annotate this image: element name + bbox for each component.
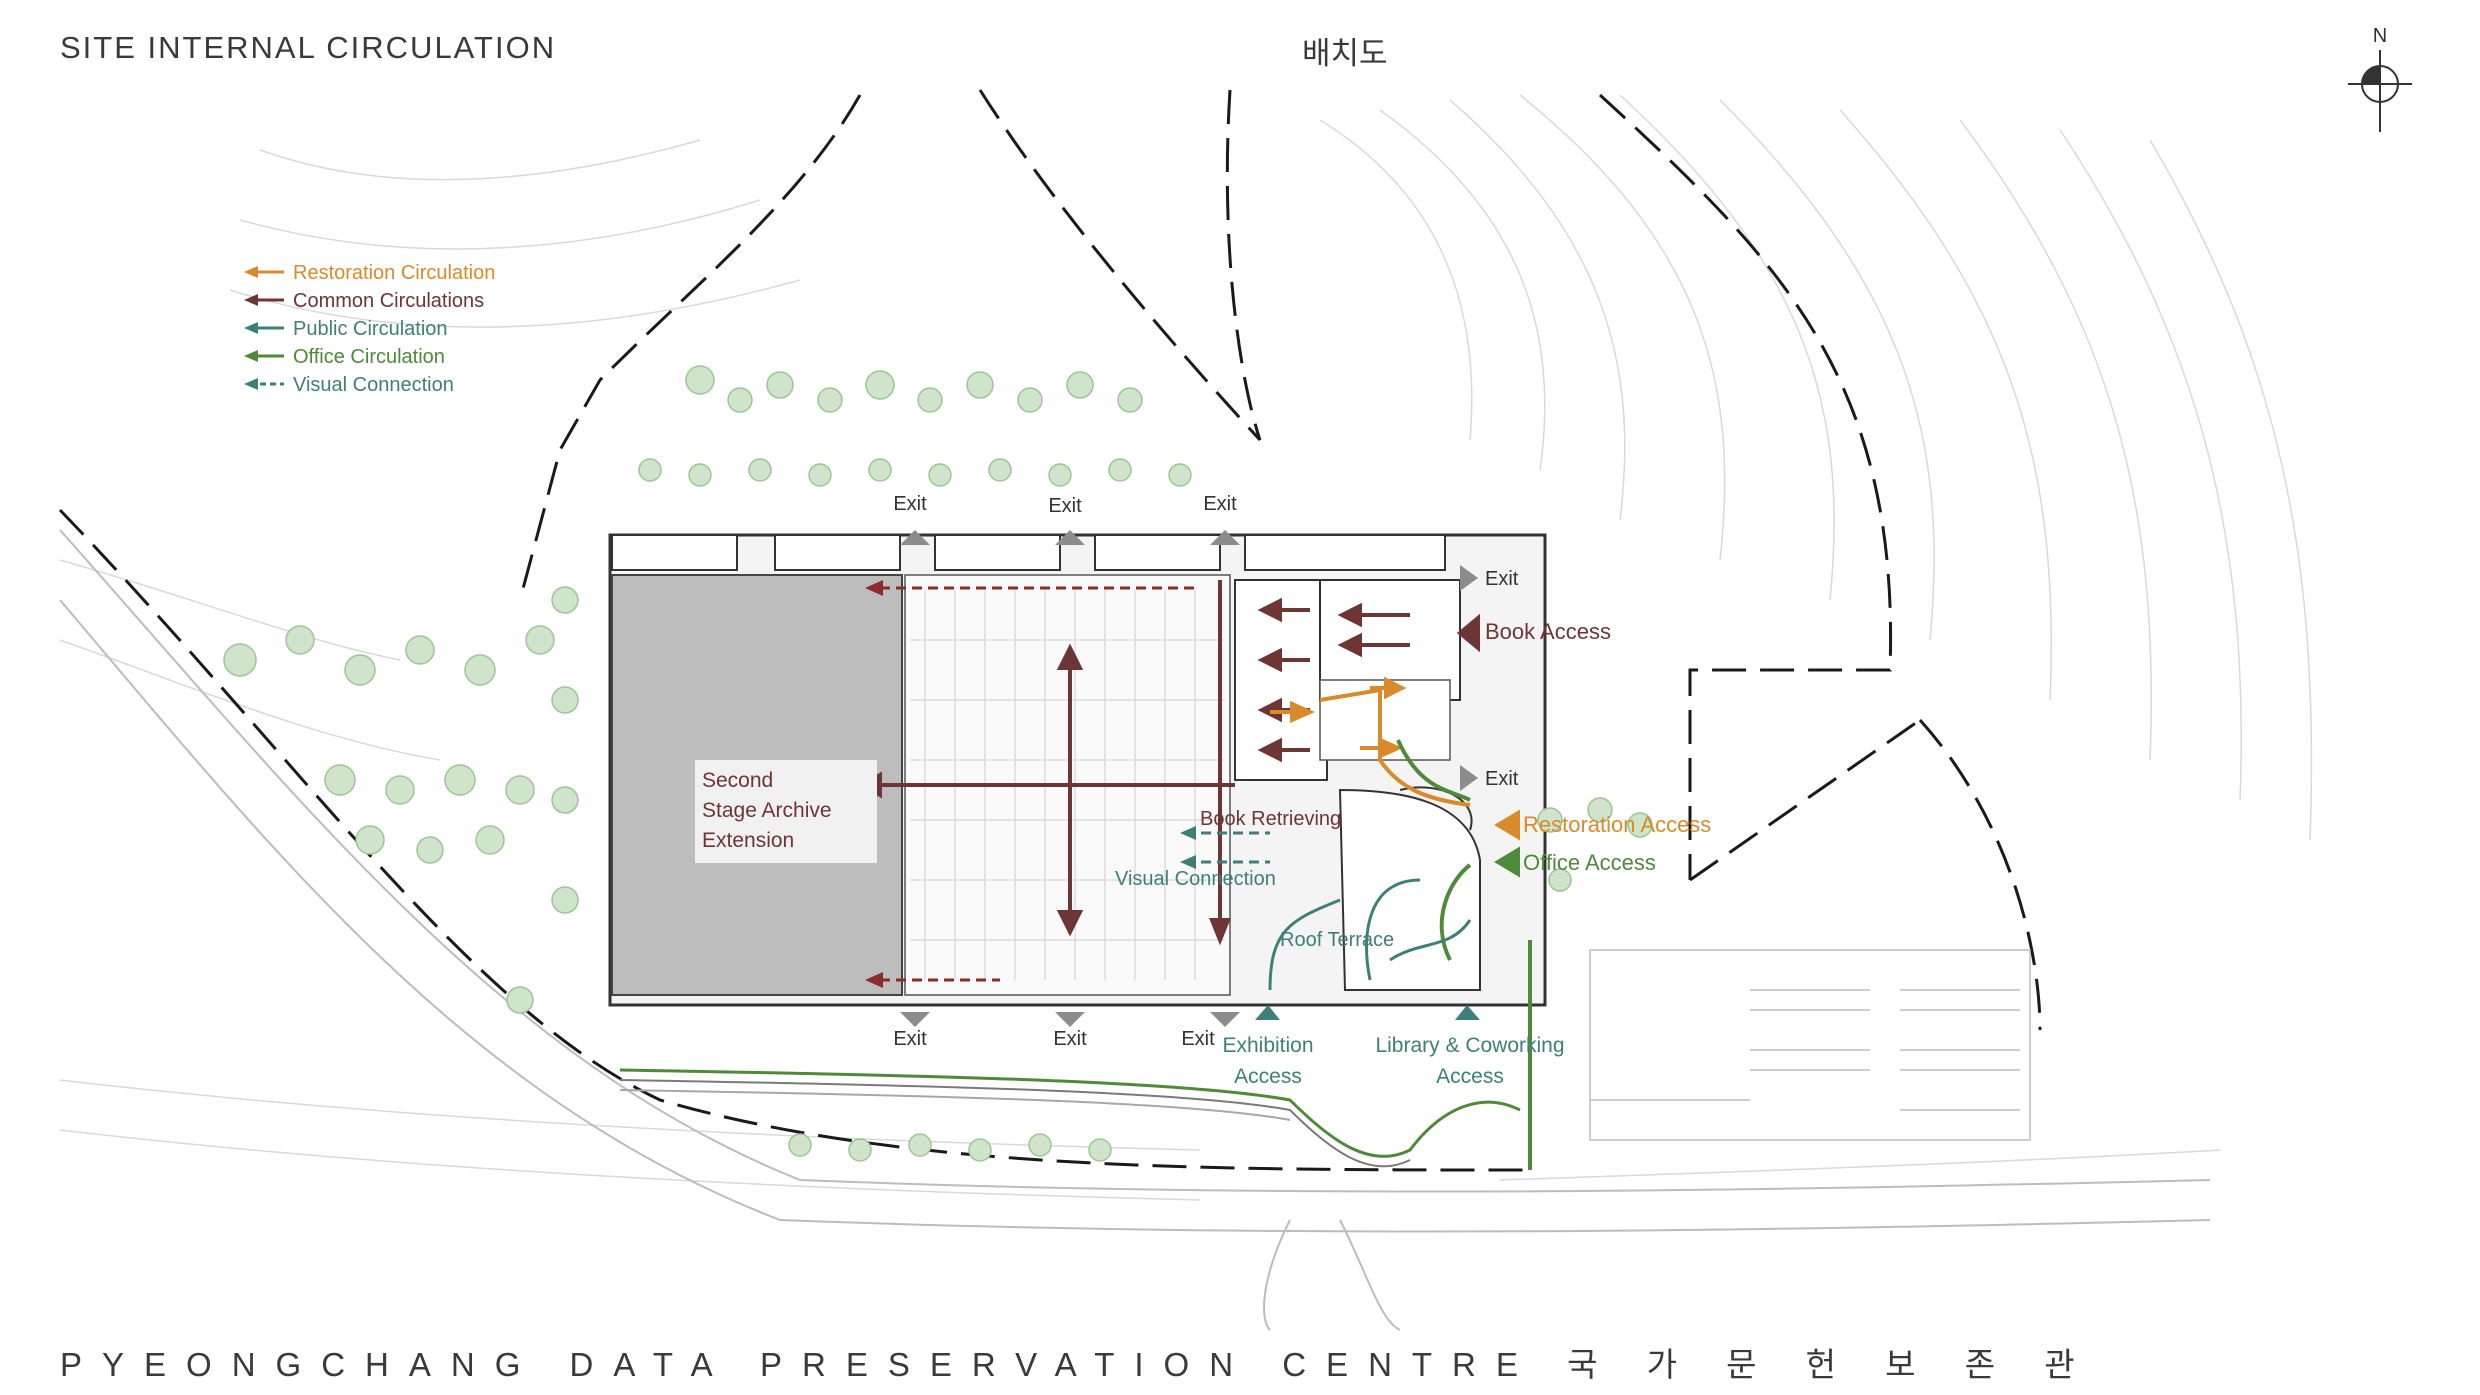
north-label: N (2373, 25, 2387, 47)
exit-label-south-1: Exit (893, 1028, 927, 1050)
roads (59, 529, 2211, 1331)
common-circulation-dashed (880, 586, 1200, 982)
public-circulation-paths (1255, 878, 1480, 1020)
legend-label: Visual Connection (293, 374, 454, 396)
visual-connection-paths (1185, 831, 1270, 864)
exit-label-north-3: Exit (1203, 493, 1237, 515)
book-retrieving-label: Book Retrieving (1200, 808, 1341, 830)
legend-label: Public Circulation (293, 318, 448, 340)
book-access-label: Book Access (1485, 619, 1611, 644)
restoration-circulation-paths (1270, 676, 1520, 841)
legend-label: Office Circulation (293, 346, 445, 368)
north-arrow-icon: N (2348, 25, 2412, 132)
roof-terrace-label: Roof Terrace (1280, 929, 1394, 951)
legend-arrow-icon (244, 350, 258, 362)
legend-arrow-icon (244, 294, 258, 306)
site-boundary (58, 89, 2042, 1172)
legend-item: Common Circulations (244, 290, 484, 312)
project-name-footer: PYEONGCHANG DATA PRESERVATION CENTRE 국 가… (60, 1346, 2095, 1383)
legend-item: Restoration Circulation (244, 262, 495, 284)
library-access-label-line-2: Access (1436, 1065, 1504, 1088)
parking-lot (1589, 949, 2031, 1141)
exhibition-access-label-line-2: Access (1234, 1065, 1302, 1088)
legend-item: Visual Connection (244, 374, 454, 396)
exit-label-north-1: Exit (893, 493, 927, 515)
legend-label: Common Circulations (293, 290, 484, 312)
exit-label-east-2: Exit (1485, 768, 1519, 790)
office-circulation-paths (1396, 739, 1520, 961)
diagram-title: SITE INTERNAL CIRCULATION (60, 30, 557, 65)
tree-canopy (223, 365, 1653, 1162)
exit-label-east-1: Exit (1485, 568, 1519, 590)
exit-label-south-3: Exit (1181, 1028, 1215, 1050)
exhibition-access-label-line-1: Exhibition (1222, 1034, 1313, 1057)
legend-arrow-icon (244, 378, 258, 390)
legend-item: Office Circulation (244, 346, 445, 368)
legend-item: Public Circulation (244, 318, 448, 340)
diagram-subtitle-korean: 배치도 (1302, 36, 1388, 71)
archive-label-line-3: Extension (702, 829, 794, 852)
exit-markers (900, 530, 1478, 1027)
topography-contours (59, 94, 2313, 1201)
legend-arrow-icon (244, 266, 258, 278)
exit-label-south-2: Exit (1053, 1028, 1087, 1050)
archive-label-box (695, 760, 877, 863)
common-circulation-paths (857, 580, 1480, 946)
visual-connection-label: Visual Connection (1115, 868, 1276, 890)
office-access-label: Office Access (1523, 850, 1656, 875)
restoration-access-label: Restoration Access (1523, 812, 1711, 837)
legend-arrow-icon (244, 322, 258, 334)
library-access-label-line-1: Library & Coworking (1375, 1034, 1564, 1057)
archive-label-line-2: Stage Archive (702, 799, 832, 822)
landscape-ramps (619, 940, 1532, 1170)
archive-label-line-1: Second (702, 769, 773, 792)
exit-label-north-2: Exit (1048, 495, 1082, 517)
legend-label: Restoration Circulation (293, 262, 495, 284)
